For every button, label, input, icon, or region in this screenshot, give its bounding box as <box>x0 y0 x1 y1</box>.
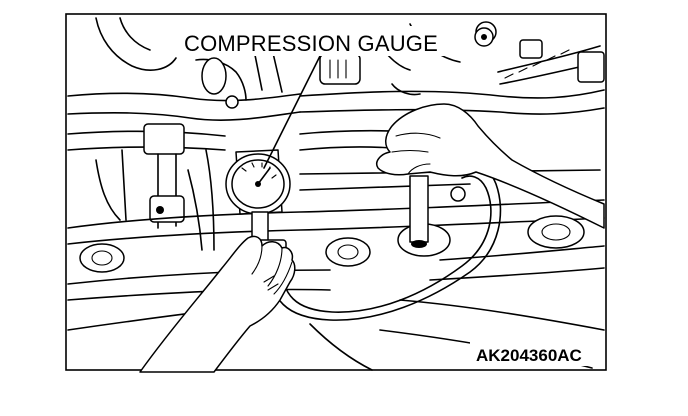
figure-code-bg <box>470 342 600 366</box>
right-hand <box>376 103 605 229</box>
callout-label-bg <box>180 26 464 56</box>
figure-code: AK204360AC <box>476 346 582 365</box>
spark-plug-adapter <box>397 175 451 257</box>
left-hand <box>139 235 296 373</box>
callout-label: COMPRESSION GAUGE <box>184 31 438 56</box>
callout-bolt-icon <box>474 27 494 47</box>
callout-leader <box>263 55 321 169</box>
gauge-hose <box>267 163 502 321</box>
